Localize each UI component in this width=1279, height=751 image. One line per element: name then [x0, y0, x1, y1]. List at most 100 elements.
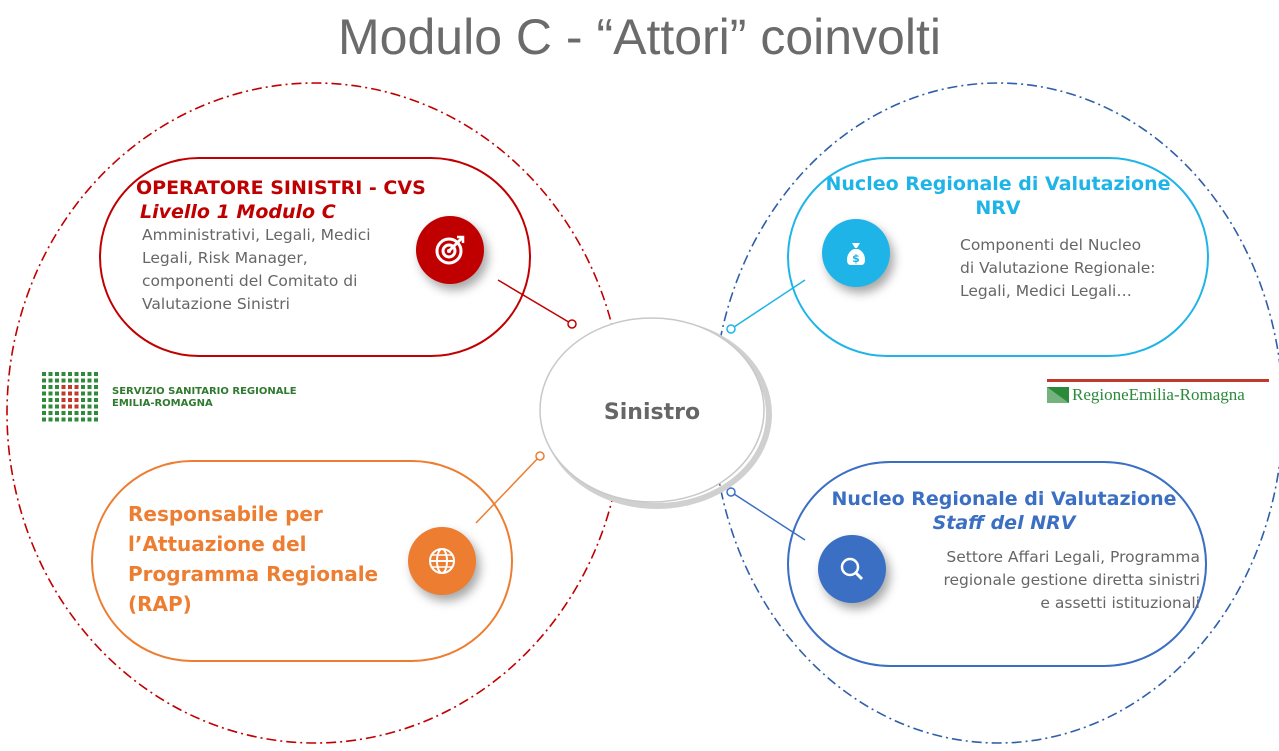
staff-title: Nucleo Regionale di Valutazione: [831, 488, 1177, 510]
ssr-logo-dot: [74, 385, 79, 389]
ssr-logo-dot: [74, 404, 79, 409]
ssr-logo-dot: [68, 417, 72, 422]
ssr-logo-dot: [81, 417, 85, 422]
ssr-logo-dot: [55, 417, 59, 422]
ssr-logo-dot: [61, 404, 66, 409]
operatore-card-border: [99, 157, 531, 357]
ssr-logo-dot: [42, 372, 46, 376]
ssr-logo-dot: [87, 398, 92, 402]
ssr-logo-dot: [94, 378, 98, 383]
rap-card: Responsabile per l’Attuazione del Progra…: [128, 499, 378, 619]
ssr-logo-dot: [94, 385, 98, 389]
ssr-logo-dot: [48, 391, 53, 396]
staff-card-border: [787, 461, 1207, 667]
operatore-subtitle: Livello 1 Modulo C: [140, 201, 336, 223]
ssr-logo-dot: [74, 378, 79, 383]
ssr-logo-dot: [94, 398, 98, 402]
ssr-logo-dot: [48, 372, 53, 376]
target-icon: [416, 216, 484, 284]
ssr-logo-dot: [42, 411, 46, 415]
ssr-logo-dot: [48, 385, 53, 389]
ssr-logo-dot: [81, 411, 85, 415]
nrv-line: di Valutazione Regionale:: [960, 259, 1156, 277]
nrv-card: Nucleo Regionale di Valutazione NRV: [806, 172, 1206, 220]
rap-connector: [475, 455, 541, 524]
ssr-logo-dot: [87, 385, 92, 389]
ssr-logo-dot: [61, 398, 66, 402]
ssr-logo-dot: [48, 378, 53, 383]
ssr-logo-dot: [94, 372, 98, 376]
rap-line: l’Attuazione del: [128, 532, 307, 556]
ssr-logo-dot: [42, 417, 46, 422]
ssr-logo-dot: [87, 378, 92, 383]
operatore-connector: [497, 279, 573, 325]
operatore-line: componenti del Comitato di: [142, 272, 358, 290]
operatore-connector-dot: [567, 319, 577, 329]
ssr-logo-dot: [55, 391, 59, 396]
ssr-logo-icon: [42, 372, 98, 422]
center-circle-ring: [539, 317, 765, 503]
globe-icon: [408, 527, 476, 595]
ssr-logo-dot: [87, 391, 92, 396]
ssr-logo-dot: [55, 404, 59, 409]
staff-body: Settore Affari Legali, Programma regiona…: [896, 546, 1200, 615]
ssr-logo-dot: [55, 372, 59, 376]
rap-line: (RAP): [128, 592, 192, 616]
ssr-logo-dot: [94, 417, 98, 422]
operatore-line: Legali, Risk Manager,: [142, 249, 308, 267]
center-node: Sinistro: [537, 326, 767, 498]
ssr-logo: SERVIZIO SANITARIO REGIONALE EMILIA-ROMA…: [40, 370, 297, 426]
ssr-logo-dot: [81, 398, 85, 402]
staff-card: Nucleo Regionale di Valutazione Staff de…: [808, 487, 1200, 535]
ssr-logo-dot: [61, 378, 66, 383]
nrv-line: Legali, Medici Legali…: [960, 282, 1132, 300]
staff-subtitle: Staff del NRV: [932, 512, 1076, 534]
staff-connector: [730, 491, 806, 541]
operatore-line: Amministrativi, Legali, Medici: [142, 226, 371, 244]
ssr-logo-dot: [68, 378, 72, 383]
staff-connector-dot: [726, 487, 736, 497]
operatore-line: Valutazione Sinistri: [142, 295, 290, 313]
ssr-logo-dot: [68, 372, 72, 376]
ssr-logo-dot: [42, 378, 46, 383]
ssr-logo-dot: [68, 385, 72, 389]
ssr-logo-dot: [74, 411, 79, 415]
ssr-logo-dot: [48, 398, 53, 402]
ssr-logo-dot: [81, 391, 85, 396]
ssr-logo-dot: [74, 417, 79, 422]
ssr-logo-dot: [61, 411, 66, 415]
operatore-card: OPERATORE SINISTRI - CVS Livello 1 Modul…: [136, 176, 426, 316]
ssr-logo-dot: [42, 404, 46, 409]
center-label: Sinistro: [603, 399, 701, 425]
staff-line: regionale gestione diretta sinistri: [943, 571, 1200, 589]
rer-logo-bar: [1047, 379, 1269, 382]
ssr-logo-dot: [55, 378, 59, 383]
nrv-title: Nucleo Regionale di Valutazione: [825, 173, 1171, 195]
ssr-logo-dot: [87, 417, 92, 422]
nrv-connector: [730, 279, 806, 330]
staff-line: e assetti istituzionali: [1040, 594, 1200, 612]
ssr-logo-dot: [94, 404, 98, 409]
svg-text:$: $: [852, 252, 860, 265]
ssr-logo-dot: [87, 372, 92, 376]
ssr-logo-dot: [55, 398, 59, 402]
ssr-logo-dot: [61, 385, 66, 389]
rer-flag-icon: [1047, 387, 1069, 403]
nrv-line: Componenti del Nucleo: [960, 236, 1142, 254]
nrv-subtitle: NRV: [975, 197, 1021, 219]
operatore-title: OPERATORE SINISTRI - CVS: [136, 177, 426, 199]
money-bag-icon: $: [822, 219, 890, 287]
ssr-logo-dot: [74, 398, 79, 402]
ssr-logo-dot: [68, 404, 72, 409]
ssr-logo-dot: [55, 411, 59, 415]
ssr-logo-dot: [68, 398, 72, 402]
search-icon: [818, 535, 886, 603]
ssr-logo-dot: [48, 404, 53, 409]
rap-connector-dot: [535, 451, 545, 461]
ssr-logo-dot: [42, 398, 46, 402]
ssr-logo-dot: [68, 411, 72, 415]
rap-line: Programma Regionale: [128, 562, 379, 586]
ssr-logo-dot: [48, 417, 53, 422]
ssr-logo-dot: [42, 385, 46, 389]
ssr-logo-dot: [81, 372, 85, 376]
